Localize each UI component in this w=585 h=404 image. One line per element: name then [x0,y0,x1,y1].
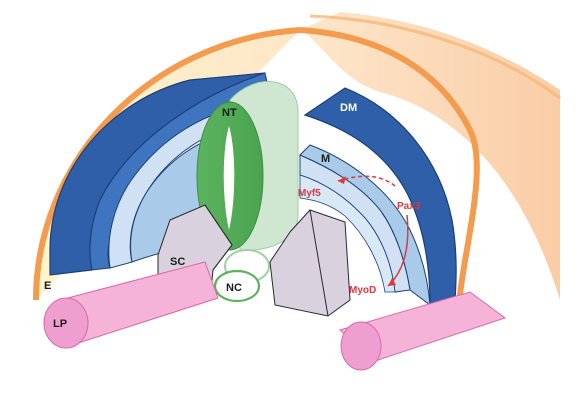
label-lp: LP [53,318,67,330]
gene-myf5: Myf5 [298,188,321,199]
notochord [215,250,269,301]
gene-pax3: Pax3 [397,201,421,212]
label-m: M [321,153,330,165]
left-lateral-plate [44,262,218,348]
label-e: E [44,280,51,292]
label-dm: DM [340,102,357,114]
label-nc: NC [226,282,242,294]
gene-myod: MyoD [349,285,376,296]
right-lateral-plate [340,292,505,370]
label-sc: SC [170,256,185,268]
label-nt: NT [222,107,237,119]
